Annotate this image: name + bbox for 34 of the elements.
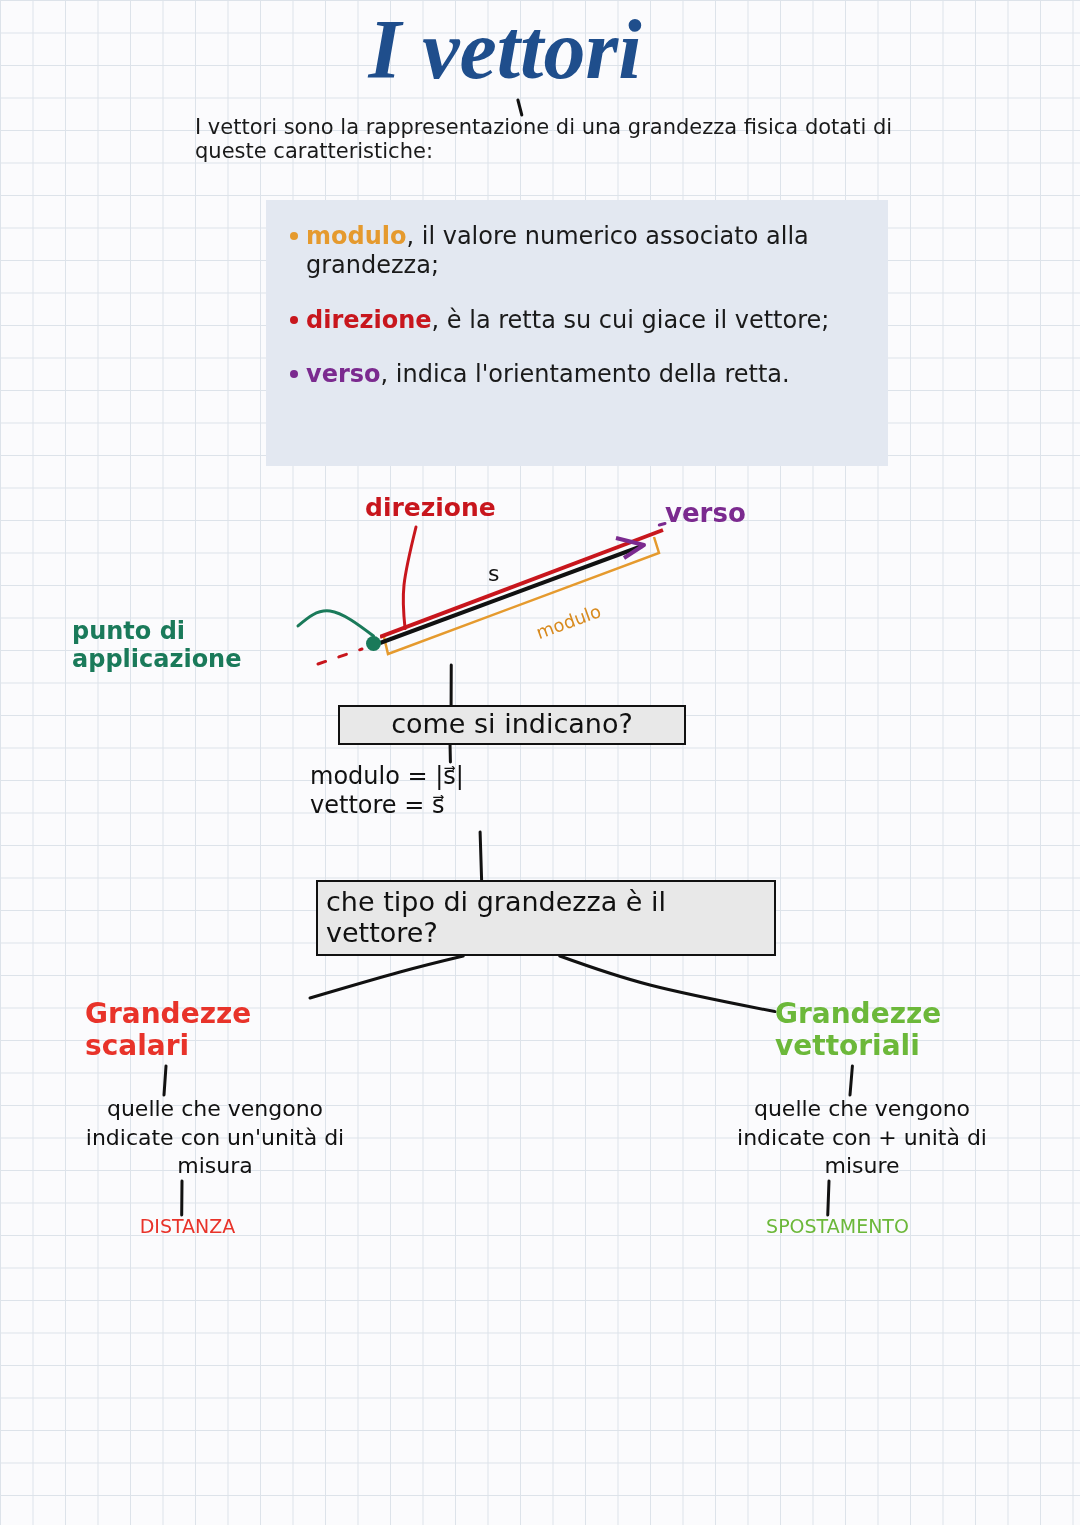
category-heading: Grandezze vettoriali — [775, 998, 990, 1066]
annotation-label: punto di applicazione — [72, 618, 298, 684]
application-point — [366, 636, 381, 651]
connector-line — [308, 954, 465, 1000]
annotation-label: direzione — [365, 493, 535, 527]
connector-line — [848, 1064, 854, 1097]
notation-text: vettore = s⃗ — [310, 790, 446, 820]
connector-line — [449, 663, 453, 707]
vector-label: s — [488, 561, 500, 588]
category-heading: Grandezze scalari — [85, 998, 310, 1066]
title: I vettori — [290, 8, 720, 100]
question-box: come si indicano? — [338, 705, 686, 745]
definition-panel — [266, 200, 888, 466]
connector-line — [558, 954, 777, 1014]
connector-line — [180, 1179, 184, 1217]
example-label: SPOSTAMENTO — [740, 1215, 935, 1243]
question-box: che tipo di grandezza è il vettore? — [316, 880, 776, 956]
bullet-item: direzione, è la retta su cui giace il vettore; — [288, 305, 868, 335]
leader-line — [657, 522, 667, 527]
notation-text: modulo = |s⃗| — [310, 762, 465, 791]
connector-line — [478, 830, 484, 882]
description-text: quelle che vengono indicate con + unità di misure — [712, 1095, 1012, 1181]
connector-line — [448, 743, 452, 764]
leader-line — [401, 525, 418, 631]
description-text: quelle che vengono indicate con un'unità di misura — [65, 1095, 365, 1181]
example-label: DISTANZA — [115, 1215, 260, 1243]
bullet-item: modulo, il valore numerico associato alla grandezza; — [288, 222, 868, 280]
leader-line — [296, 609, 375, 638]
connector-line — [516, 98, 524, 117]
connector-line — [826, 1179, 831, 1217]
bullet-item: verso, indica l'orientamento della retta. — [288, 360, 868, 390]
annotation-label: verso — [665, 498, 770, 532]
intro-text: I vettori sono la rappresentazione di una grandezza fisica dotati di queste caratteristiche: — [195, 115, 955, 181]
connector-line — [162, 1064, 168, 1097]
